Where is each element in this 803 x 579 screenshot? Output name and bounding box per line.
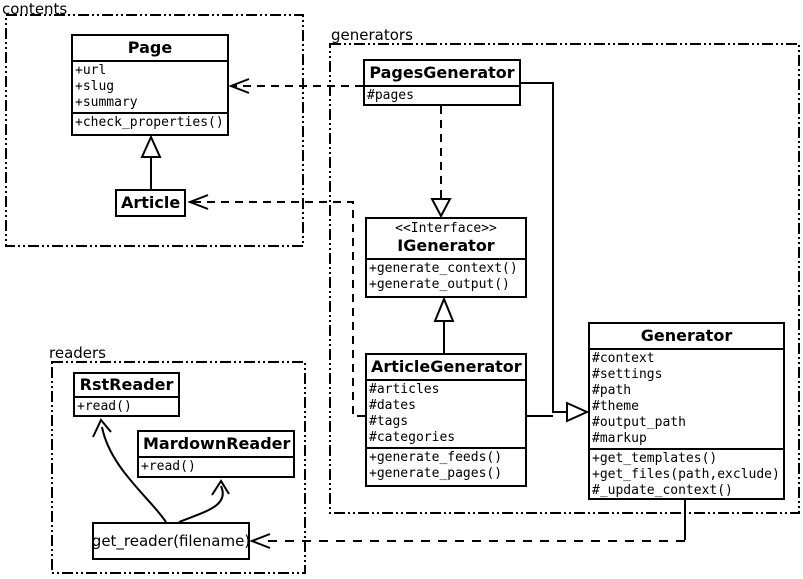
class-method: +read() [141,459,196,474]
page-class: Page +url +slug +summary +check_properti… [71,34,229,136]
class-attribute: +slug [75,79,115,94]
class-attribute: #dates [369,398,416,413]
rstreader-class: RstReader +read() [73,372,180,417]
articlegenerator-to-article-dependency-arrowhead [187,194,209,210]
generator-class: Generator #context #settings #path #them… [588,322,785,500]
generator-class-name: Generator [640,326,733,345]
class-attribute: +url [75,63,107,78]
articlegenerator-attributes-section: #articles #dates #tags #categories [367,379,525,447]
page-class-name: Page [127,38,173,57]
getreader-to-mardownreader-arrow-line [178,485,224,523]
pagesgenerator-class: PagesGenerator #pages [363,59,521,106]
class-method: +generate_output() [369,277,510,292]
getreader-to-rstreader-arrowhead [92,418,112,438]
class-attribute: #markup [592,431,647,446]
pagesgenerator-to-page-dependency-arrowhead [228,78,250,94]
class-attribute: #pages [367,88,414,103]
rstreader-methods-section: +read() [75,396,178,415]
class-method: #_update_context() [592,483,733,498]
page-attributes-section: +url +slug +summary [73,60,227,112]
mardownreader-class-name: MardownReader [143,434,291,453]
articlegenerator-to-igenerator-generalization-triangle [433,296,455,322]
readers-package-label: readers [49,344,106,362]
articlegenerator-class: ArticleGenerator #articles #dates #tags … [365,353,527,487]
mardownreader-class: MardownReader +read() [137,430,295,478]
igenerator-methods-section: +generate_context() +generate_output() [367,258,525,294]
class-method: +get_templates() [592,451,718,466]
class-attribute: #context [592,351,655,366]
igenerator-stereotype: <<Interface>> [395,221,497,236]
igenerator-class-name: IGenerator [397,236,495,255]
articlegenerator-to-article-dependency-line [191,201,365,417]
generator-attributes-section: #context #settings #path #theme #output_… [590,348,783,448]
contents-package-border [5,14,304,247]
article-class: Article [115,189,186,217]
pagesgenerator-attributes-section: #pages [365,85,519,104]
class-method: +generate_pages() [369,466,503,481]
contents-package-label: contents [2,0,68,18]
generators-package-border [329,43,800,514]
get-reader-label: get_reader(filename) [91,532,251,550]
articlegenerator-methods-section: +generate_feeds() +generate_pages() [367,447,525,483]
get-reader-function-box: get_reader(filename) [92,522,250,560]
class-method: +generate_feeds() [369,450,503,465]
readers-package-border [51,361,306,574]
article-class-name: Article [121,193,181,212]
getreader-to-mardownreader-arrowhead [211,479,230,496]
class-method: +get_files(path,exclude) [592,467,780,482]
pagesgenerator-to-igenerator-realization-triangle [430,198,452,219]
page-methods-section: +check_properties() [73,112,227,132]
generator-methods-section: +get_templates() +get_files(path,exclude… [590,448,783,498]
class-method: +generate_context() [369,261,518,276]
generator-generalization-triangle [566,401,590,423]
rstreader-class-name: RstReader [79,375,174,394]
class-method: +check_properties() [75,115,224,130]
class-attribute: #tags [369,414,409,429]
pagesgenerator-to-generator-generalization-line [520,82,566,413]
class-attribute: #output_path [592,415,686,430]
class-attribute: #settings [592,367,663,382]
igenerator-interface: <<Interface>> IGenerator +generate_conte… [365,217,527,298]
mardownreader-methods-section: +read() [139,456,293,476]
article-to-page-generalization-triangle [140,134,162,158]
class-attribute: #articles [369,382,440,397]
class-attribute: #categories [369,430,456,445]
class-attribute: +summary [75,95,138,110]
generator-to-getreader-dependency-arrowhead [249,533,271,549]
class-attribute: #theme [592,399,639,414]
getreader-to-rstreader-arrow-line [101,426,167,523]
igenerator-header: <<Interface>> IGenerator [367,219,525,258]
pagesgenerator-class-name: PagesGenerator [369,63,515,82]
generators-package-label: generators [331,26,413,44]
class-attribute: #path [592,383,632,398]
articlegenerator-class-name: ArticleGenerator [371,357,522,376]
class-method: +read() [77,399,132,414]
